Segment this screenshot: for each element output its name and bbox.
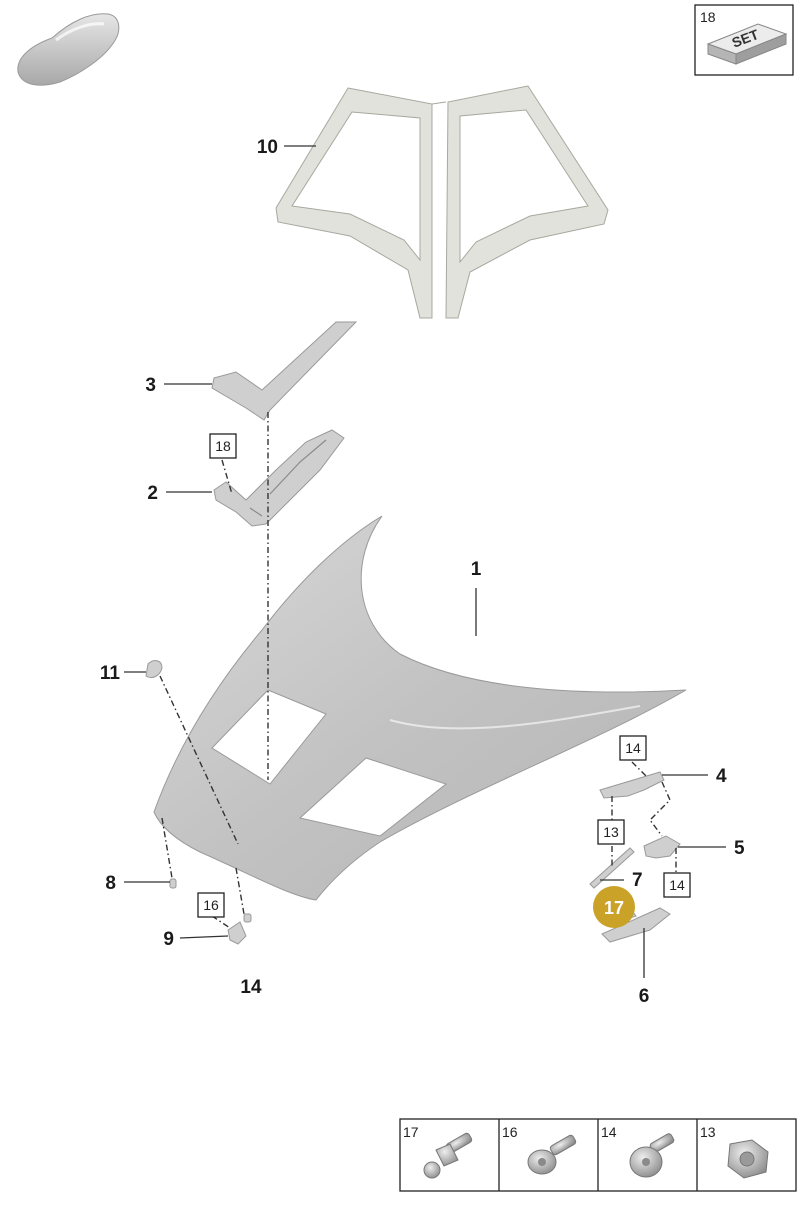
boxed-ref-16: 16 bbox=[197, 892, 225, 918]
callout-10: 10 bbox=[257, 137, 278, 158]
pan-head-screw-icon bbox=[527, 1134, 577, 1175]
fastener-number-13: 13 bbox=[700, 1124, 716, 1140]
part-11-cap bbox=[145, 660, 163, 679]
fastener-panel: 17 16 14 13 bbox=[399, 1118, 797, 1192]
fastener-cell-17[interactable]: 17 bbox=[403, 1124, 473, 1179]
hood-vent-left bbox=[211, 689, 327, 785]
boxed-ref-14-lower: 14 bbox=[663, 872, 691, 898]
svg-text:14: 14 bbox=[625, 740, 641, 756]
part-5-hinge-lower bbox=[643, 835, 681, 859]
part-14-bolt bbox=[243, 913, 252, 923]
callout-5: 5 bbox=[734, 838, 745, 859]
boxed-ref-14-upper: 14 bbox=[619, 735, 647, 761]
highlight-callout-17[interactable]: 17 bbox=[593, 886, 635, 928]
callout-labels: 1 2 3 4 5 6 7 8 9 10 11 14 bbox=[100, 137, 745, 1007]
callout-9: 9 bbox=[163, 929, 174, 950]
svg-text:16: 16 bbox=[203, 897, 219, 913]
ball-stud-icon bbox=[423, 1132, 473, 1179]
callout-1: 1 bbox=[471, 559, 482, 580]
fastener-cell-14[interactable]: 14 bbox=[601, 1124, 675, 1178]
highlight-label: 17 bbox=[604, 898, 624, 918]
part-10-seal-frame bbox=[275, 85, 609, 319]
part-7-gas-strut bbox=[589, 847, 635, 889]
callout-11: 11 bbox=[100, 663, 121, 684]
leader-lines bbox=[124, 145, 726, 978]
callout-3: 3 bbox=[145, 375, 156, 396]
part-4-hinge-upper bbox=[599, 771, 665, 799]
car-silhouette-icon bbox=[17, 13, 120, 86]
hex-nut-icon bbox=[727, 1139, 769, 1179]
part-3-trim-strip bbox=[211, 321, 358, 421]
boxed-ref-13: 13 bbox=[597, 819, 625, 845]
part-9-clip bbox=[227, 921, 247, 945]
part-8-buffer bbox=[169, 878, 177, 889]
fastener-number-17: 17 bbox=[403, 1124, 419, 1140]
assembly-lines bbox=[159, 412, 677, 929]
fastener-number-14: 14 bbox=[601, 1124, 617, 1140]
svg-text:13: 13 bbox=[603, 824, 619, 840]
callout-6: 6 bbox=[639, 986, 650, 1007]
boxed-refs: 18 16 14 13 14 bbox=[197, 433, 691, 918]
callout-4: 4 bbox=[716, 766, 727, 787]
callout-7: 7 bbox=[632, 870, 643, 891]
callout-2: 2 bbox=[147, 483, 158, 504]
part-1-hood bbox=[153, 515, 687, 901]
fastener-number-16: 16 bbox=[502, 1124, 518, 1140]
flange-bolt-icon bbox=[629, 1133, 675, 1178]
fastener-cell-13[interactable]: 13 bbox=[700, 1124, 769, 1179]
highlight-circle[interactable] bbox=[593, 886, 635, 928]
hood-vent-right bbox=[298, 757, 448, 837]
svg-text:14: 14 bbox=[669, 877, 685, 893]
set-box-icon: SET bbox=[706, 23, 788, 65]
set-panel: 18 SET bbox=[694, 4, 794, 76]
fastener-cell-16[interactable]: 16 bbox=[502, 1124, 577, 1175]
svg-text:18: 18 bbox=[215, 438, 231, 454]
boxed-ref-18: 18 bbox=[209, 433, 237, 459]
callout-14: 14 bbox=[240, 977, 262, 998]
part-2-bracket bbox=[213, 429, 345, 527]
set-panel-number: 18 bbox=[700, 9, 716, 25]
callout-8: 8 bbox=[105, 873, 116, 894]
